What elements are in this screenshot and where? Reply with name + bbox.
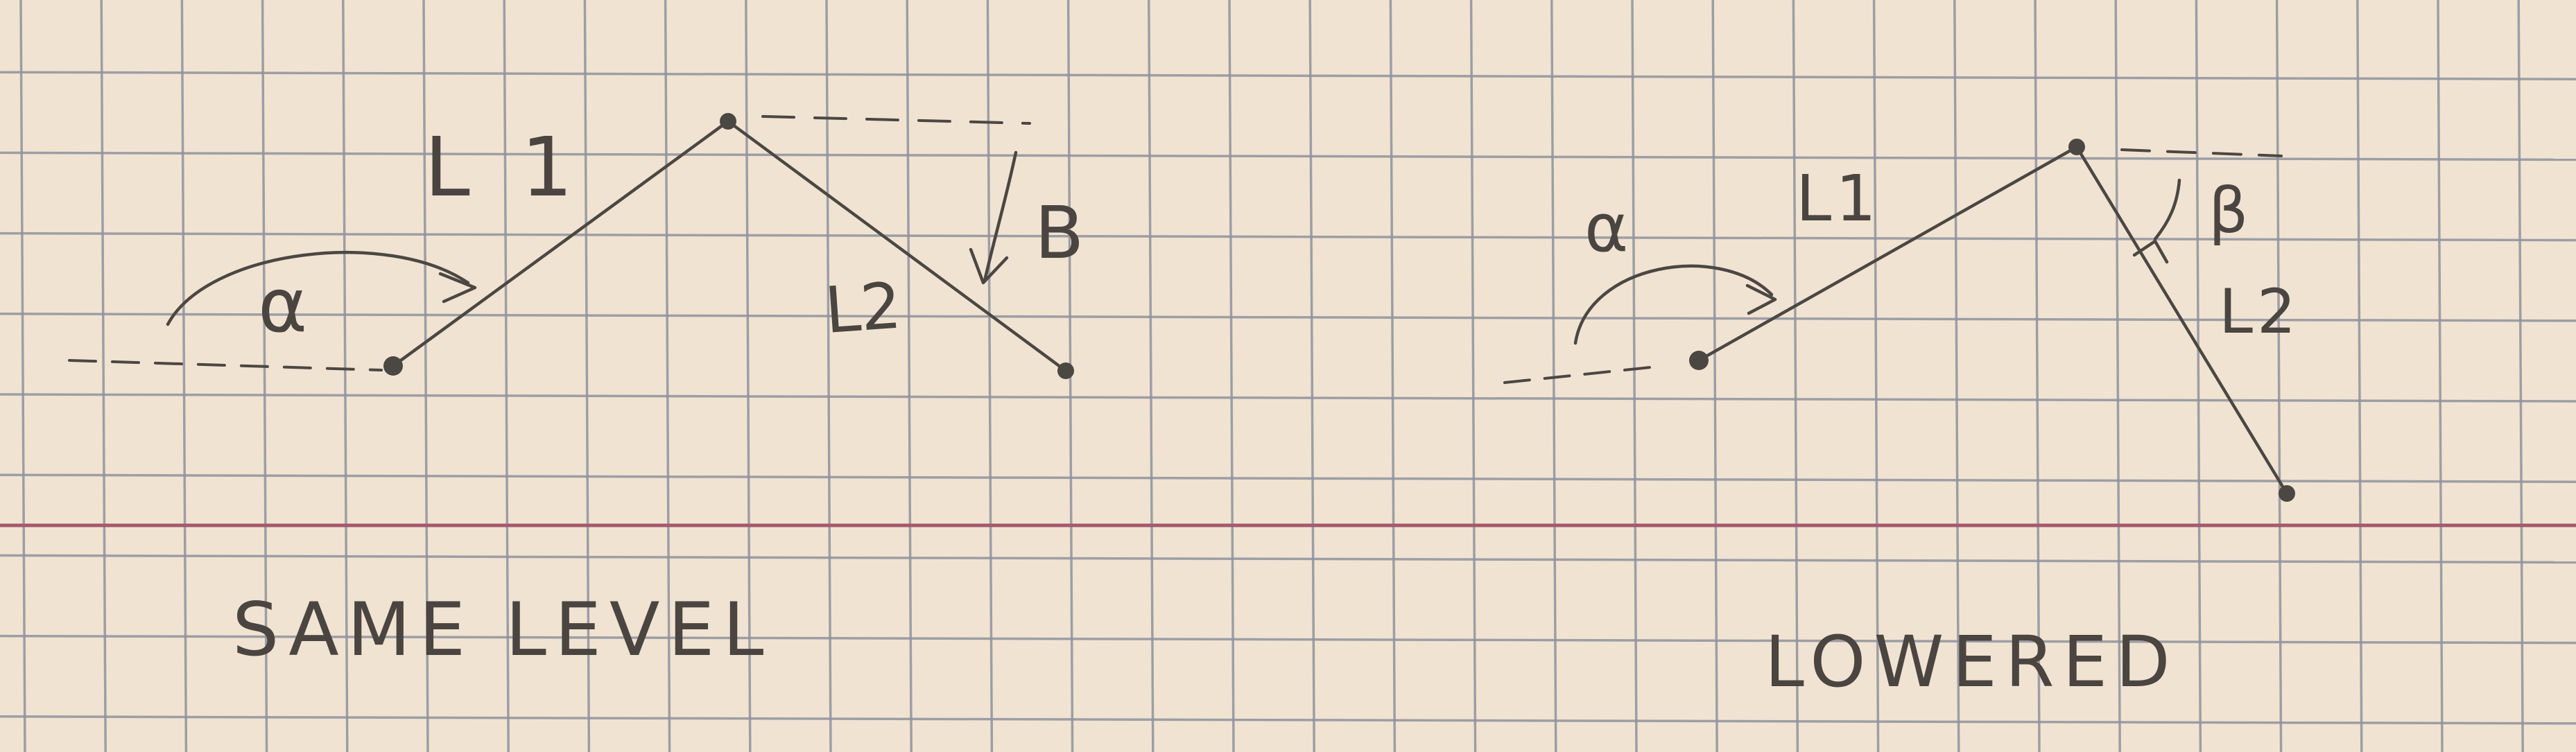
grid-line-vertical [745,0,752,752]
left-alpha-arc [166,250,470,326]
left-elbow-joint [720,113,736,130]
grid-line-vertical [2034,0,2041,752]
left-link1-line [391,119,730,368]
grid-line-vertical [906,0,913,752]
grid-line-vertical [1469,0,1477,752]
grid-line-vertical [1711,0,1718,752]
lowered-diagram: L1 L2 α β LOWERED [1503,139,2300,703]
grid-line-vertical [1550,0,1557,752]
right-link1-label: L1 [1796,161,1881,236]
left-link2-label: L2 [822,269,904,348]
right-base-joint [1689,351,1709,370]
right-end-joint [2279,485,2295,502]
right-beta-arrowhead [2132,239,2169,264]
right-link1-line [1697,145,2079,362]
grid-line-vertical [825,0,832,752]
grid-line-vertical [100,0,107,752]
grid-line-horizontal [0,634,2576,645]
grid-line-vertical [261,0,268,752]
grid-line-vertical [19,0,26,752]
grid-line-vertical [583,0,591,752]
left-base-joint [383,356,403,376]
right-caption: LOWERED [1765,621,2179,703]
right-link2-label: L2 [2219,276,2300,347]
grid-line-vertical [1953,0,1960,752]
left-beta-arrow [983,150,1018,283]
left-elbow-reference-dashes [761,115,1031,125]
grid-line-horizontal [0,231,2576,242]
grid-line-vertical [1872,0,1880,752]
grid-line-vertical [422,0,429,752]
left-beta-arrowhead [969,247,1009,285]
grid-line-vertical [180,0,188,752]
grid-line-vertical [1228,0,1235,752]
same-level-diagram: L 1 L2 α B SAME LEVEL [68,113,1084,672]
right-alpha-label: α [1584,189,1628,267]
grid-line-horizontal [0,715,2576,725]
grid-line-vertical [2195,0,2202,752]
right-elbow-reference-dashes [2120,148,2283,157]
left-base-reference-dashes [68,359,383,371]
right-alpha-arrowhead [1745,283,1777,315]
grid-line-horizontal [0,313,2576,322]
grid-line-vertical [2517,0,2524,752]
grid-line-vertical [2114,0,2121,752]
left-alpha-arrowhead [438,272,477,304]
right-elbow-joint [2068,139,2085,155]
grid-line-vertical [342,0,349,752]
grid-line-vertical [1792,0,1799,752]
grid-line-horizontal [0,393,2576,403]
left-caption: SAME LEVEL [232,587,772,672]
left-alpha-label: α [258,263,307,349]
grid-line-vertical [1148,0,1155,752]
grid-line-horizontal [0,151,2576,161]
grid-line-vertical [986,0,994,752]
right-beta-arrow [2153,178,2181,241]
left-link2-line [726,119,1068,373]
grid-line-vertical [2356,0,2363,752]
grid-line-vertical [2437,0,2444,752]
right-base-reference-dashes [1503,366,1652,384]
grid-line-horizontal [0,473,2576,483]
grid-line-vertical [503,0,510,752]
grid-line-horizontal [0,554,2576,564]
grid-line-horizontal [0,71,2576,80]
left-end-joint [1057,362,1074,379]
left-beta-label: B [1035,191,1084,275]
right-alpha-arc [1573,264,1774,345]
left-link1-label: L 1 [424,119,585,215]
grid-line-vertical [1631,0,1638,752]
grid-line-vertical [1389,0,1397,752]
right-link2-line [2075,145,2289,496]
right-beta-label: β [2208,175,2248,247]
grid-line-vertical [2275,0,2283,752]
grid-line-vertical [664,0,671,752]
grid-line-vertical [1308,0,1315,752]
